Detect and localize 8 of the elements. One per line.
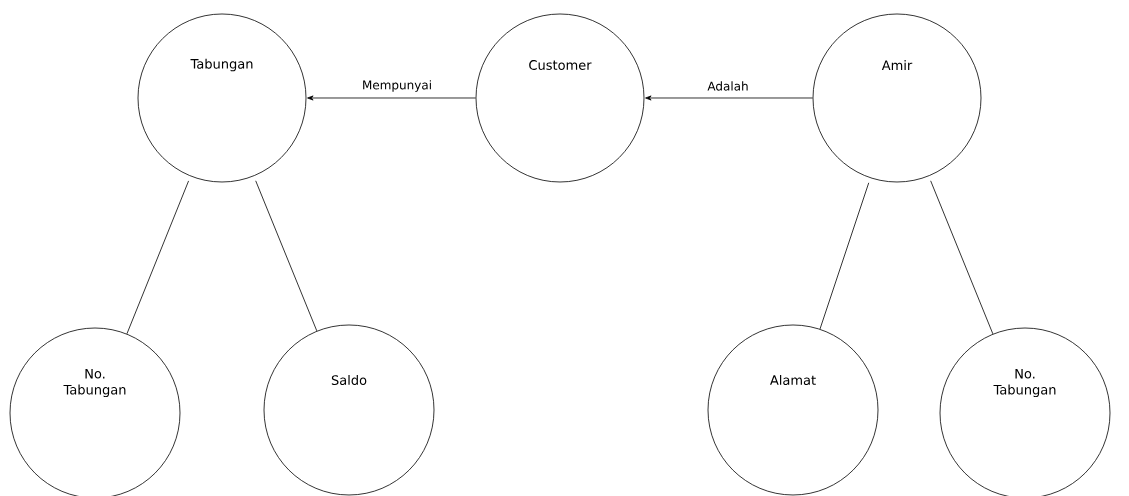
edge-label: Adalah (706, 80, 750, 92)
edge-label: Mempunyai (361, 79, 434, 93)
connector (930, 180, 994, 335)
connector (255, 180, 318, 332)
connector (307, 95, 476, 101)
connector (126, 180, 189, 335)
connector (819, 182, 870, 330)
connector (645, 95, 813, 101)
